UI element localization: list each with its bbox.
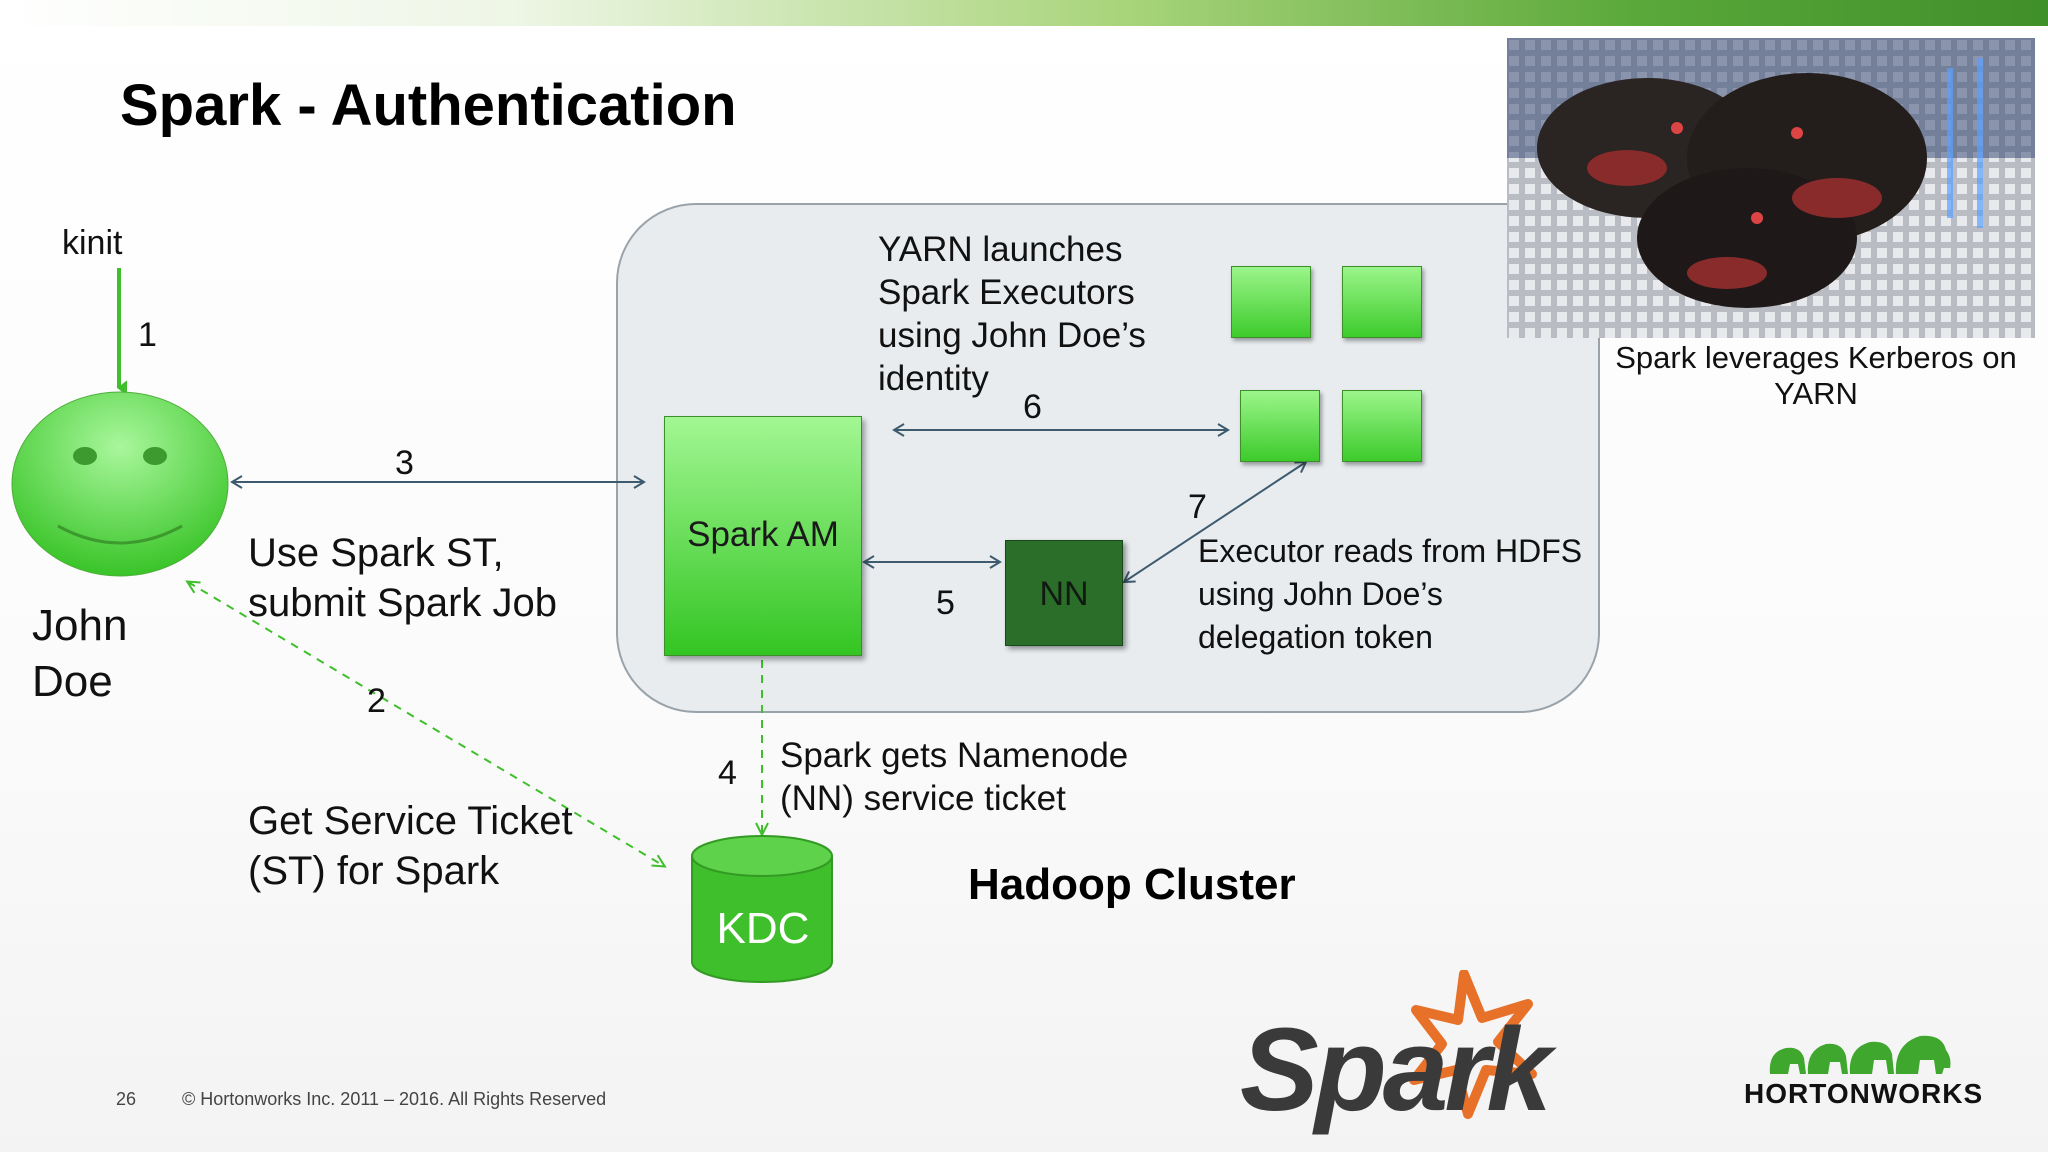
- kinit-label: kinit: [62, 224, 123, 262]
- top-accent-bar: [0, 0, 2048, 26]
- image-caption: Spark leverages Kerberos on YARN: [1612, 340, 2020, 412]
- spark-am-node: Spark AM: [664, 416, 862, 656]
- nn-ticket-line-2: (NN) service ticket: [780, 779, 1066, 818]
- copyright: © Hortonworks Inc. 2011 – 2016. All Righ…: [182, 1089, 607, 1109]
- hortonworks-elephants-icon: [1769, 1035, 1951, 1074]
- get-st-line-1: Get Service Ticket: [248, 799, 573, 843]
- user-label: John Doe: [32, 598, 127, 710]
- executor-description: Executor reads from HDFS using John Doe’…: [1198, 530, 1582, 659]
- step-2-label: 2: [367, 682, 386, 720]
- kdc-cylinder: [691, 835, 833, 983]
- spark-logo-star-icon: [1409, 970, 1537, 1119]
- executor-line-1: Executor reads from HDFS: [1198, 533, 1583, 569]
- get-st-line-2: (ST) for Spark: [248, 849, 500, 893]
- yarn-line-2: Spark Executors: [878, 273, 1135, 312]
- use-st-line-1: Use Spark ST,: [248, 531, 504, 575]
- nn-label: NN: [1039, 575, 1089, 613]
- yarn-description: YARN launches Spark Executors using John…: [878, 228, 1146, 400]
- slide-title: Spark - Authentication: [120, 73, 737, 138]
- step-5-label: 5: [936, 584, 955, 622]
- step-6-label: 6: [1023, 388, 1042, 426]
- yarn-line-3: using John Doe’s: [878, 316, 1146, 355]
- spark-am-label: Spark AM: [687, 515, 839, 554]
- use-st-description: Use Spark ST, submit Spark Job: [248, 528, 557, 628]
- image-caption-line-2: YARN: [1774, 376, 1858, 411]
- executor-line-3: delegation token: [1198, 619, 1433, 655]
- namenode-node: NN: [1005, 540, 1123, 646]
- executor-box-1: [1231, 266, 1311, 338]
- yarn-line-1: YARN launches: [878, 230, 1123, 269]
- user-label-line-1: John: [32, 601, 128, 650]
- user-smiley-icon: [11, 391, 229, 577]
- kdc-label: KDC: [716, 904, 810, 953]
- user-label-line-2: Doe: [32, 657, 113, 706]
- executor-box-3: [1240, 390, 1320, 462]
- step-1-label: 1: [138, 316, 157, 354]
- image-caption-line-1: Spark leverages Kerberos on: [1615, 340, 2017, 375]
- executor-box-2: [1342, 266, 1422, 338]
- arrow-step-7: [1122, 460, 1308, 584]
- executor-box-4: [1342, 390, 1422, 462]
- yarn-line-4: identity: [878, 359, 989, 398]
- arrow-step-2: [188, 582, 664, 866]
- page-number: 26: [116, 1089, 137, 1109]
- hadoop-cluster-label: Hadoop Cluster: [968, 860, 1296, 909]
- step-4-label: 4: [718, 754, 737, 792]
- use-st-line-2: submit Spark Job: [248, 581, 558, 625]
- spark-logo-text: Spark: [1240, 1004, 1552, 1136]
- hortonworks-logo-text: HORTONWORKS: [1744, 1078, 1984, 1109]
- step-3-label: 3: [395, 444, 414, 482]
- nn-ticket-description: Spark gets Namenode (NN) service ticket: [780, 734, 1128, 820]
- step-7-label: 7: [1188, 488, 1207, 526]
- nn-ticket-line-1: Spark gets Namenode: [780, 736, 1129, 775]
- get-st-description: Get Service Ticket (ST) for Spark: [248, 796, 573, 896]
- executor-line-2: using John Doe’s: [1198, 576, 1443, 612]
- cerberus-photo: [1507, 38, 2035, 338]
